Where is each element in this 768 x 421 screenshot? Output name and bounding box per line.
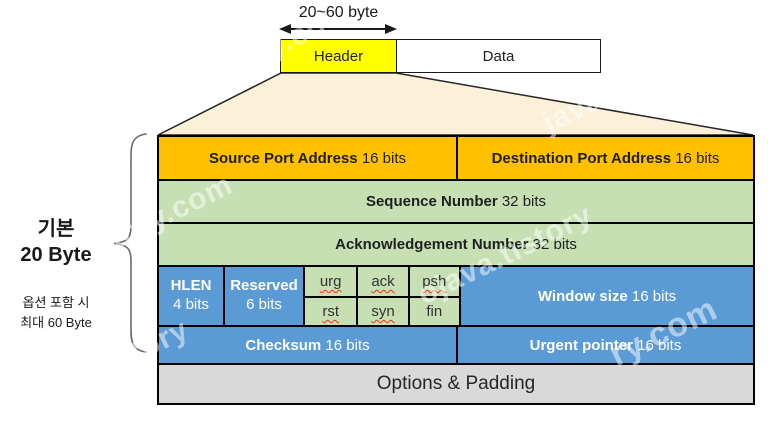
checksum-cell: Checksum 16 bits [159, 327, 456, 363]
acknowledgement-number-cell: Acknowledgement Number 32 bits [159, 224, 753, 265]
basic-size-label-line2: 20 Byte [20, 244, 92, 266]
flag-grid: urg ack psh rst syn fin [303, 267, 459, 325]
header-segment-label: Header [313, 47, 364, 65]
funnel-shape [157, 72, 754, 136]
options-padding-cell: Options & Padding [159, 365, 753, 403]
ack-flag-cell: ack [356, 267, 407, 296]
source-port-cell: Source Port Address 16 bits [159, 137, 456, 179]
option-size-label-line2: 최대 60 Byte [20, 314, 92, 330]
basic-size-label-line1: 기본 [37, 218, 75, 240]
range-arrow-icon [279, 24, 397, 34]
syn-flag-cell: syn [356, 298, 407, 325]
window-size-cell: Window size 16 bits [459, 267, 753, 325]
hlen-cell: HLEN 4 bits [159, 267, 223, 325]
option-size-label-line1: 옵션 포함 시 [22, 295, 90, 310]
brace-icon [113, 133, 147, 353]
control-row: HLEN 4 bits Reserved 6 bits urg ack psh … [159, 265, 753, 325]
rst-flag-cell: rst [322, 303, 339, 320]
urg-flag-cell: urg [319, 273, 342, 290]
watermark-text: java.tis [537, 61, 651, 140]
acknowledgement-number-row: Acknowledgement Number 32 bits [159, 222, 753, 265]
reserved-cell: Reserved 6 bits [223, 267, 303, 325]
urgent-pointer-cell: Urgent pointer 16 bits [456, 327, 753, 363]
header-segment-box: Header [280, 39, 397, 73]
size-range-label: 20~60 byte [298, 4, 379, 21]
checksum-row: Checksum 16 bits Urgent pointer 16 bits [159, 325, 753, 363]
sequence-number-row: Sequence Number 32 bits [159, 179, 753, 222]
data-segment-label: Data [482, 47, 515, 65]
data-segment-box: Data [396, 39, 601, 73]
tcp-header-table: Source Port Address 16 bits Destination … [157, 135, 755, 405]
destination-port-cell: Destination Port Address 16 bits [456, 137, 753, 179]
sequence-number-cell: Sequence Number 32 bits [159, 181, 753, 222]
size-annotation: 기본 20 Byte 옵션 포함 시 최대 60 Byte [0, 216, 112, 331]
port-address-row: Source Port Address 16 bits Destination … [159, 137, 753, 179]
fin-flag-cell: fin [407, 298, 459, 325]
psh-flag-cell: psh [407, 267, 459, 296]
options-padding-row: Options & Padding [159, 363, 753, 403]
